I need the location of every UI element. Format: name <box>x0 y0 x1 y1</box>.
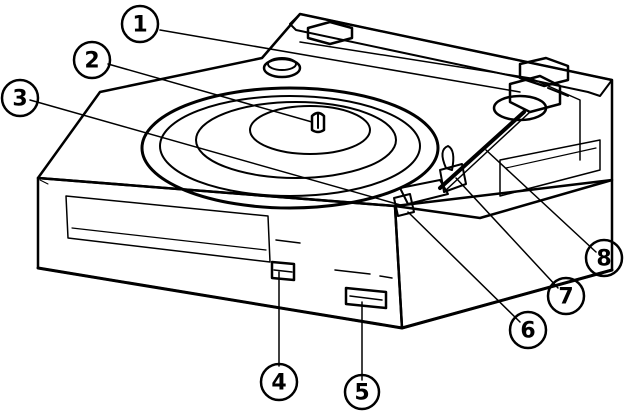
front-panel-markings <box>275 239 393 279</box>
counterweight <box>508 74 562 114</box>
stylus-guard <box>393 193 415 217</box>
hinge-right <box>518 56 570 88</box>
leader-8 <box>485 149 597 253</box>
callout-8-number: 8 <box>596 247 611 272</box>
callout-3-number: 3 <box>12 87 27 112</box>
center-spindle <box>310 111 326 134</box>
leader-7 <box>455 177 559 289</box>
callout-1-number: 1 <box>132 13 147 38</box>
leader-3 <box>29 99 405 207</box>
front-panel-slot <box>65 195 271 263</box>
callout-6-number: 6 <box>520 319 535 344</box>
platter <box>140 86 440 210</box>
callout-4-number: 4 <box>271 371 286 396</box>
callout-7: 7 <box>546 276 586 316</box>
leader-lines <box>29 29 597 381</box>
callout-7-number: 7 <box>558 285 573 310</box>
arm-rest <box>441 145 455 171</box>
callout-2: 2 <box>72 40 112 80</box>
callout-8: 8 <box>584 238 624 278</box>
leader-1 <box>159 29 521 93</box>
side-panel-recess <box>499 139 601 197</box>
hinge-left <box>306 20 354 46</box>
callout-4: 4 <box>259 362 299 402</box>
tonearm-assembly <box>393 74 569 217</box>
callout-2-number: 2 <box>84 49 99 74</box>
start-stop-button[interactable] <box>344 286 388 310</box>
callout-5-number: 5 <box>354 381 369 406</box>
tonearm-tube <box>438 110 526 190</box>
back-frame <box>289 13 613 97</box>
callout-6: 6 <box>508 310 548 350</box>
leader-2 <box>107 63 313 123</box>
speed-selector[interactable] <box>270 260 296 282</box>
callout-1: 1 <box>120 4 160 44</box>
callout-5: 5 <box>343 373 381 411</box>
headshell <box>399 179 449 205</box>
leader-6 <box>407 211 521 323</box>
callout-3: 3 <box>0 78 40 118</box>
dust-cover-hinge-mount <box>262 57 302 79</box>
turntable-body <box>36 12 614 330</box>
